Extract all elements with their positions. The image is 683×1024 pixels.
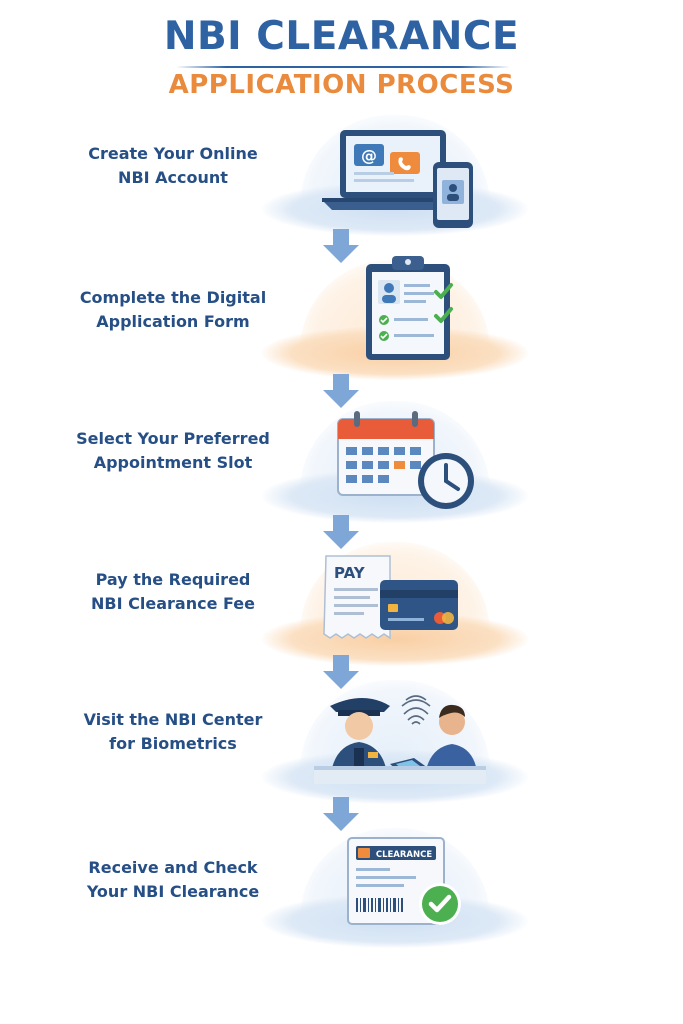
laptop-phone-icon: @ [322,130,473,228]
step-4: Pay the Required NBI Clearance Fee PAY [0,536,683,676]
step-2-label-line1: Complete the Digital [79,288,267,307]
step-2-label-line2: Application Form [96,312,250,331]
step-5-label: Visit the NBI Center for Biometrics [43,708,303,756]
arrow-down-icon [323,655,359,689]
step-3-label-line2: Appointment Slot [93,453,253,472]
step-4-label-line2: NBI Clearance Fee [91,594,255,613]
biometrics-officer-icon [314,695,486,784]
step-5-label-line2: for Biometrics [109,734,237,753]
document-clearance-text: CLEARANCE [376,850,433,860]
title-divider [176,66,510,68]
step-6: Receive and Check Your NBI Clearance CLE… [0,818,683,958]
svg-text:@: @ [361,146,377,165]
arrow-down-icon [323,229,359,263]
step-1-label-line2: NBI Account [118,168,228,187]
step-4-label: Pay the Required NBI Clearance Fee [43,568,303,616]
step-6-label-line1: Receive and Check [88,858,258,877]
step-1: Create Your Online NBI Account @ [0,110,683,250]
clearance-document-icon: CLEARANCE [347,837,461,925]
step-5-label-line1: Visit the NBI Center [83,710,263,729]
calendar-clock-icon [337,411,474,509]
step-5: Visit the NBI Center for Biometrics [0,676,683,816]
arrow-down-icon [323,374,359,408]
step-3: Select Your Preferred Appointment Slot [0,393,683,533]
page-title: NBI CLEARANCE [163,14,520,59]
receipt-pay-text: PAY [334,564,366,582]
step-1-label: Create Your Online NBI Account [43,142,303,190]
step-6-label-line2: Your NBI Clearance [86,882,260,901]
page-subtitle: APPLICATION PROCESS [168,70,515,100]
step-2: Complete the Digital Application Form [0,252,683,392]
step-3-label-line1: Select Your Preferred [76,429,270,448]
step-1-label-line1: Create Your Online [88,144,258,163]
step-4-label-line1: Pay the Required [95,570,251,589]
arrow-down-icon [323,797,359,831]
step-3-label: Select Your Preferred Appointment Slot [43,427,303,475]
arrow-down-icon [323,515,359,549]
receipt-card-icon: PAY [323,555,458,640]
step-2-label: Complete the Digital Application Form [43,286,303,334]
clipboard-form-icon [366,256,453,360]
step-6-label: Receive and Check Your NBI Clearance [43,856,303,904]
